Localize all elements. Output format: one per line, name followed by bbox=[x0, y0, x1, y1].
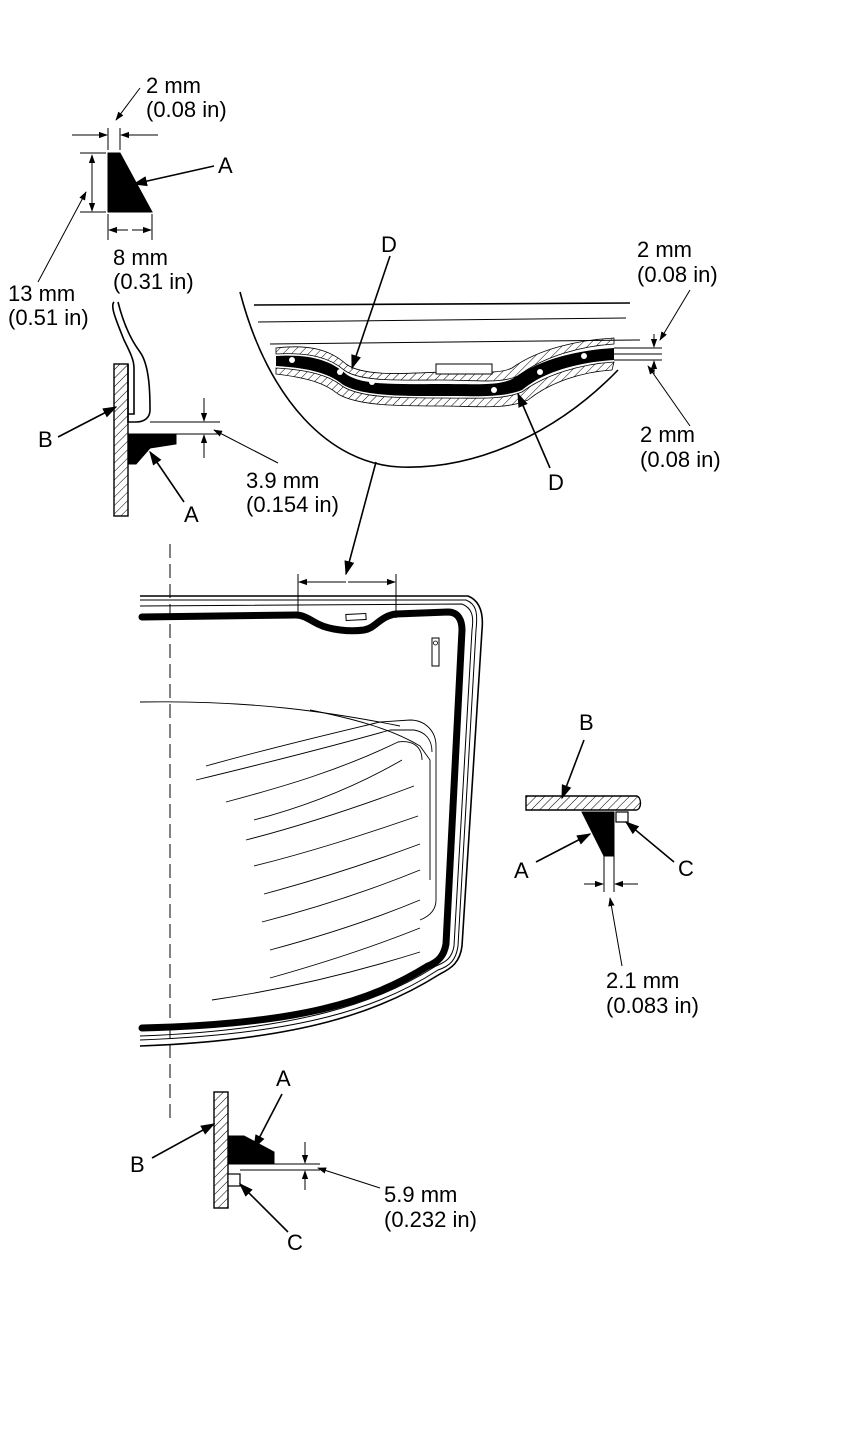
bead-profile-detail: 2 mm (0.08 in) A 13 mm (0.51 in) 8 mm (0… bbox=[8, 73, 233, 330]
label-b-lower: B bbox=[130, 1152, 145, 1177]
magnified-detail: D D 2 mm (0.08 in) 2 mm (0.08 in) bbox=[239, 232, 721, 576]
side-gap-mm: 2.1 mm bbox=[606, 968, 679, 993]
label-a-lower: A bbox=[276, 1066, 291, 1091]
detail-top-mm: 2 mm bbox=[637, 237, 692, 262]
bead-base-mm: 8 mm bbox=[113, 245, 168, 270]
body-panel-lower bbox=[213, 1091, 229, 1209]
side-section-detail: 2.1 mm (0.083 in) B A C bbox=[514, 710, 699, 1018]
body-panel-section bbox=[113, 363, 129, 517]
lower-section-detail: 5.9 mm (0.232 in) A B C bbox=[130, 1066, 477, 1255]
label-d-bottom: D bbox=[548, 470, 564, 495]
windshield-outer-edge bbox=[139, 595, 484, 1047]
adhesive-bead-lower bbox=[227, 1135, 275, 1165]
glass-hatch-bottom bbox=[275, 361, 615, 408]
clip-marker bbox=[345, 612, 367, 622]
adhesive-bead-detail bbox=[276, 348, 614, 397]
bead-height-mm: 13 mm bbox=[8, 281, 75, 306]
detail-pointer-arrow bbox=[344, 461, 377, 576]
lower-gap-mm: 5.9 mm bbox=[384, 1182, 457, 1207]
upper-section-detail: 3.9 mm (0.154 in) B A bbox=[38, 301, 339, 527]
bead-profile-shape bbox=[107, 152, 153, 213]
detail-bottom-mm: 2 mm bbox=[640, 422, 695, 447]
label-a-upper: A bbox=[184, 502, 199, 527]
side-gap-in: (0.083 in) bbox=[606, 993, 699, 1018]
label-a-side: A bbox=[514, 858, 529, 883]
lower-gap-in: (0.232 in) bbox=[384, 1207, 477, 1232]
upper-gap-mm: 3.9 mm bbox=[246, 468, 319, 493]
spacer-c-side bbox=[615, 811, 629, 823]
upper-gap-in: (0.154 in) bbox=[246, 492, 339, 517]
label-b-side: B bbox=[579, 710, 594, 735]
windshield-view bbox=[138, 544, 484, 1120]
label-a-top: A bbox=[218, 153, 233, 178]
clip-detail bbox=[435, 363, 493, 375]
detail-bottom-in: (0.08 in) bbox=[640, 447, 721, 472]
adhesive-bead-side bbox=[581, 811, 615, 857]
detail-top-in: (0.08 in) bbox=[637, 262, 718, 287]
magnified-circle-outline bbox=[239, 291, 619, 468]
adhesive-bead-outline bbox=[138, 608, 466, 1032]
label-b-upper: B bbox=[38, 427, 53, 452]
glass-section-side bbox=[525, 795, 642, 811]
label-d-top: D bbox=[381, 232, 397, 257]
bead-height-in: (0.51 in) bbox=[8, 305, 89, 330]
label-c-lower: C bbox=[287, 1230, 303, 1255]
adhesive-bead-upper bbox=[127, 433, 177, 465]
top-width-mm: 2 mm bbox=[146, 73, 201, 98]
label-c-side: C bbox=[678, 856, 694, 881]
spacer-c-lower bbox=[227, 1173, 241, 1187]
molding-profile bbox=[117, 301, 151, 423]
bead-base-in: (0.31 in) bbox=[113, 269, 194, 294]
top-width-in: (0.08 in) bbox=[146, 97, 227, 122]
sensor-marker bbox=[431, 637, 440, 667]
